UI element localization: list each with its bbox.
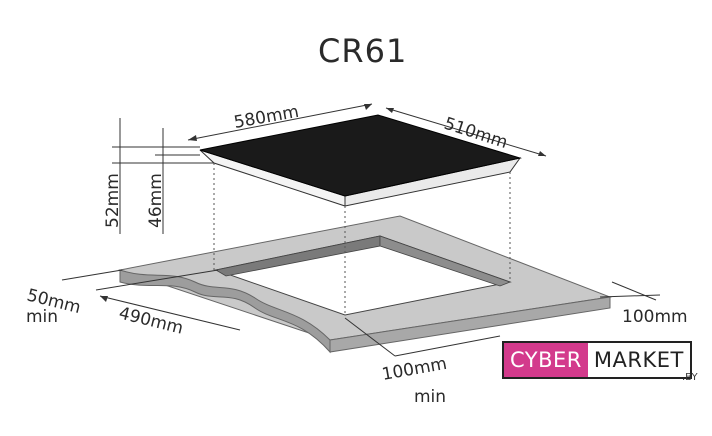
hob — [199, 114, 522, 207]
dim-front-gap-min: min — [414, 387, 446, 407]
dim-side-gap: 100mm — [599, 281, 688, 327]
dim-front-gap-label: 100mm — [380, 354, 448, 385]
brand-logo: CYBER MARKET — [502, 341, 692, 379]
cutout-wall-right — [379, 235, 512, 287]
dim-left-gap-min: min — [26, 307, 58, 327]
brand-suffix: .BY — [682, 372, 698, 383]
dim-height-total-label: 52mm — [103, 173, 123, 228]
hob-glass — [199, 114, 522, 197]
dim-width-top-label: 580mm — [232, 102, 300, 133]
countertop-cut-edge — [119, 269, 331, 354]
projection-lines — [213, 163, 511, 315]
dim-side-gap-label: 100mm — [622, 307, 688, 327]
dim-left-gap: 50mm min — [25, 269, 123, 327]
brand-market: MARKET — [593, 348, 684, 372]
diagram-title: CR61 — [318, 32, 407, 70]
dim-height-inner-label: 46mm — [146, 173, 166, 228]
dim-heights: 52mm 46mm — [103, 118, 214, 234]
brand-cyber: CYBER — [504, 343, 588, 377]
countertop — [118, 215, 612, 354]
